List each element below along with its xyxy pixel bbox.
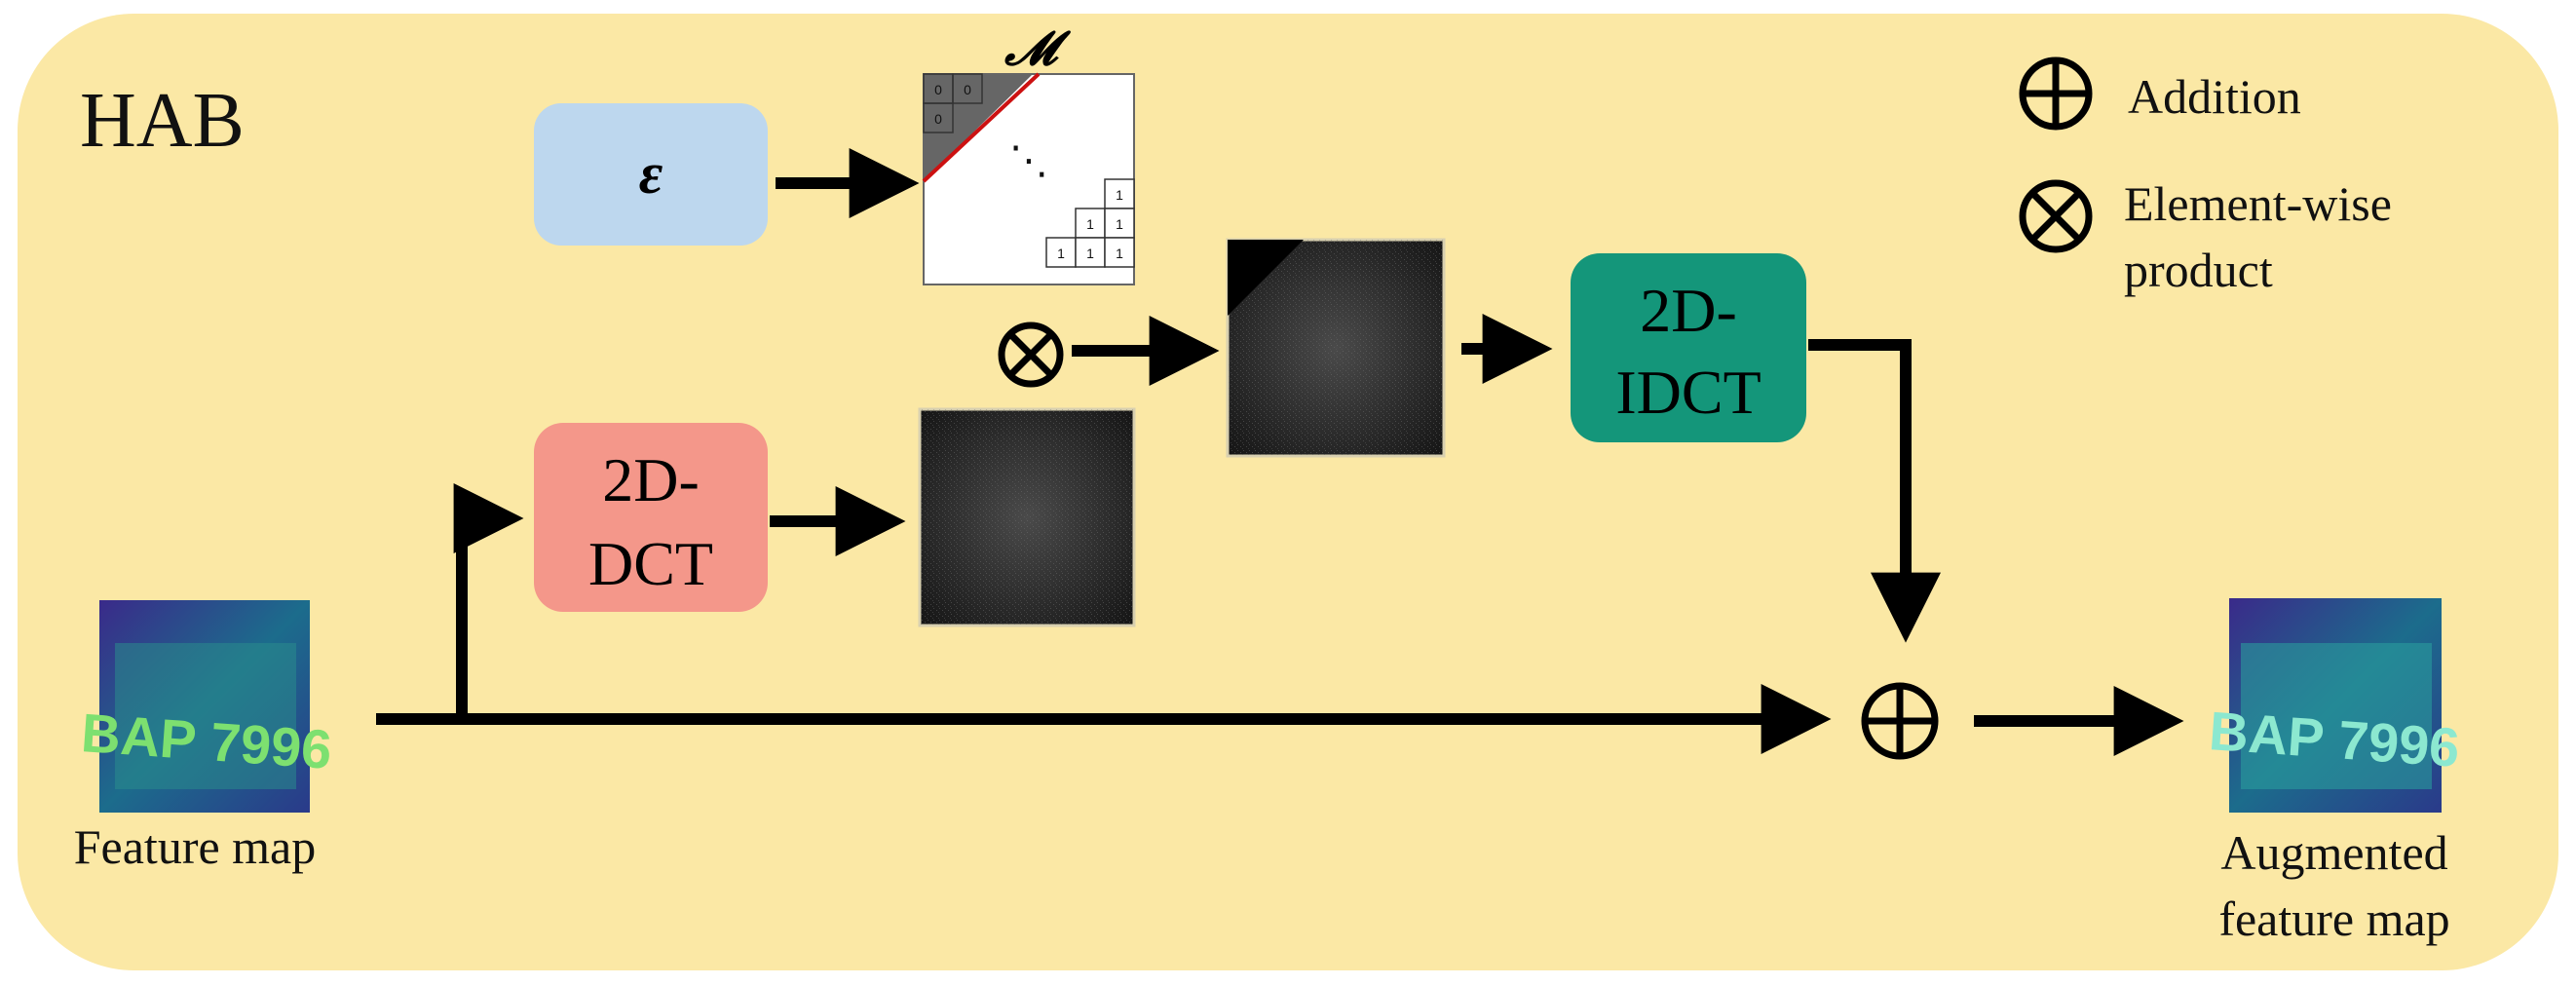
- legend-addition-icon: [2019, 57, 2093, 131]
- epsilon-label: ε: [639, 141, 663, 206]
- dct-label-line2: DCT: [588, 529, 713, 598]
- idct-label-line1: 2D-: [1640, 276, 1737, 345]
- input-feature-map-label: Feature map: [74, 819, 317, 874]
- mask-cell-top-2: 0: [934, 111, 942, 127]
- mask-cell-top-1: 0: [964, 82, 971, 97]
- legend-product-icon: [2019, 179, 2093, 253]
- mask-dots: ⋱: [1009, 138, 1048, 183]
- epsilon-box: [534, 103, 768, 246]
- mask-cell-bottom-0: 1: [1116, 187, 1123, 203]
- product-operator: [998, 322, 1064, 388]
- mask-cell-top-0: 0: [934, 82, 942, 97]
- mask-matrix: 0 0 0 ⋱ 1 1 1 1 1 1: [922, 72, 1135, 285]
- addition-operator: [1861, 682, 1939, 760]
- masked-spectrum: [1226, 238, 1446, 458]
- idct-label-line2: IDCT: [1615, 358, 1761, 427]
- mask-cell-bottom-3: 1: [1057, 246, 1065, 261]
- arrow-idct-to-addition: [1808, 339, 1941, 643]
- dct-label-line1: 2D-: [602, 445, 700, 514]
- dct-spectrum: [918, 407, 1136, 627]
- mask-cell-bottom-4: 1: [1086, 246, 1094, 261]
- output-feature-map: BAP 7996: [2207, 598, 2462, 813]
- output-label-line1: Augmented: [2220, 825, 2447, 880]
- mask-cell-bottom-1: 1: [1086, 216, 1094, 232]
- mask-cell-bottom-2: 1: [1116, 216, 1123, 232]
- dct-box: [534, 423, 768, 612]
- block-title: HAB: [80, 78, 245, 164]
- legend-product-line1: Element-wise: [2124, 176, 2392, 231]
- arrow-branch-to-dct: [453, 483, 524, 719]
- legend: Addition Element-wise product: [2019, 57, 2392, 297]
- idct-box: [1571, 253, 1806, 442]
- input-feature-map: BAP 7996: [79, 600, 334, 813]
- output-label-line2: feature map: [2218, 891, 2449, 946]
- legend-addition-label: Addition: [2128, 69, 2301, 124]
- legend-product-line2: product: [2124, 243, 2273, 297]
- mask-cell-bottom-5: 1: [1116, 246, 1123, 261]
- hab-panel: [18, 14, 2558, 970]
